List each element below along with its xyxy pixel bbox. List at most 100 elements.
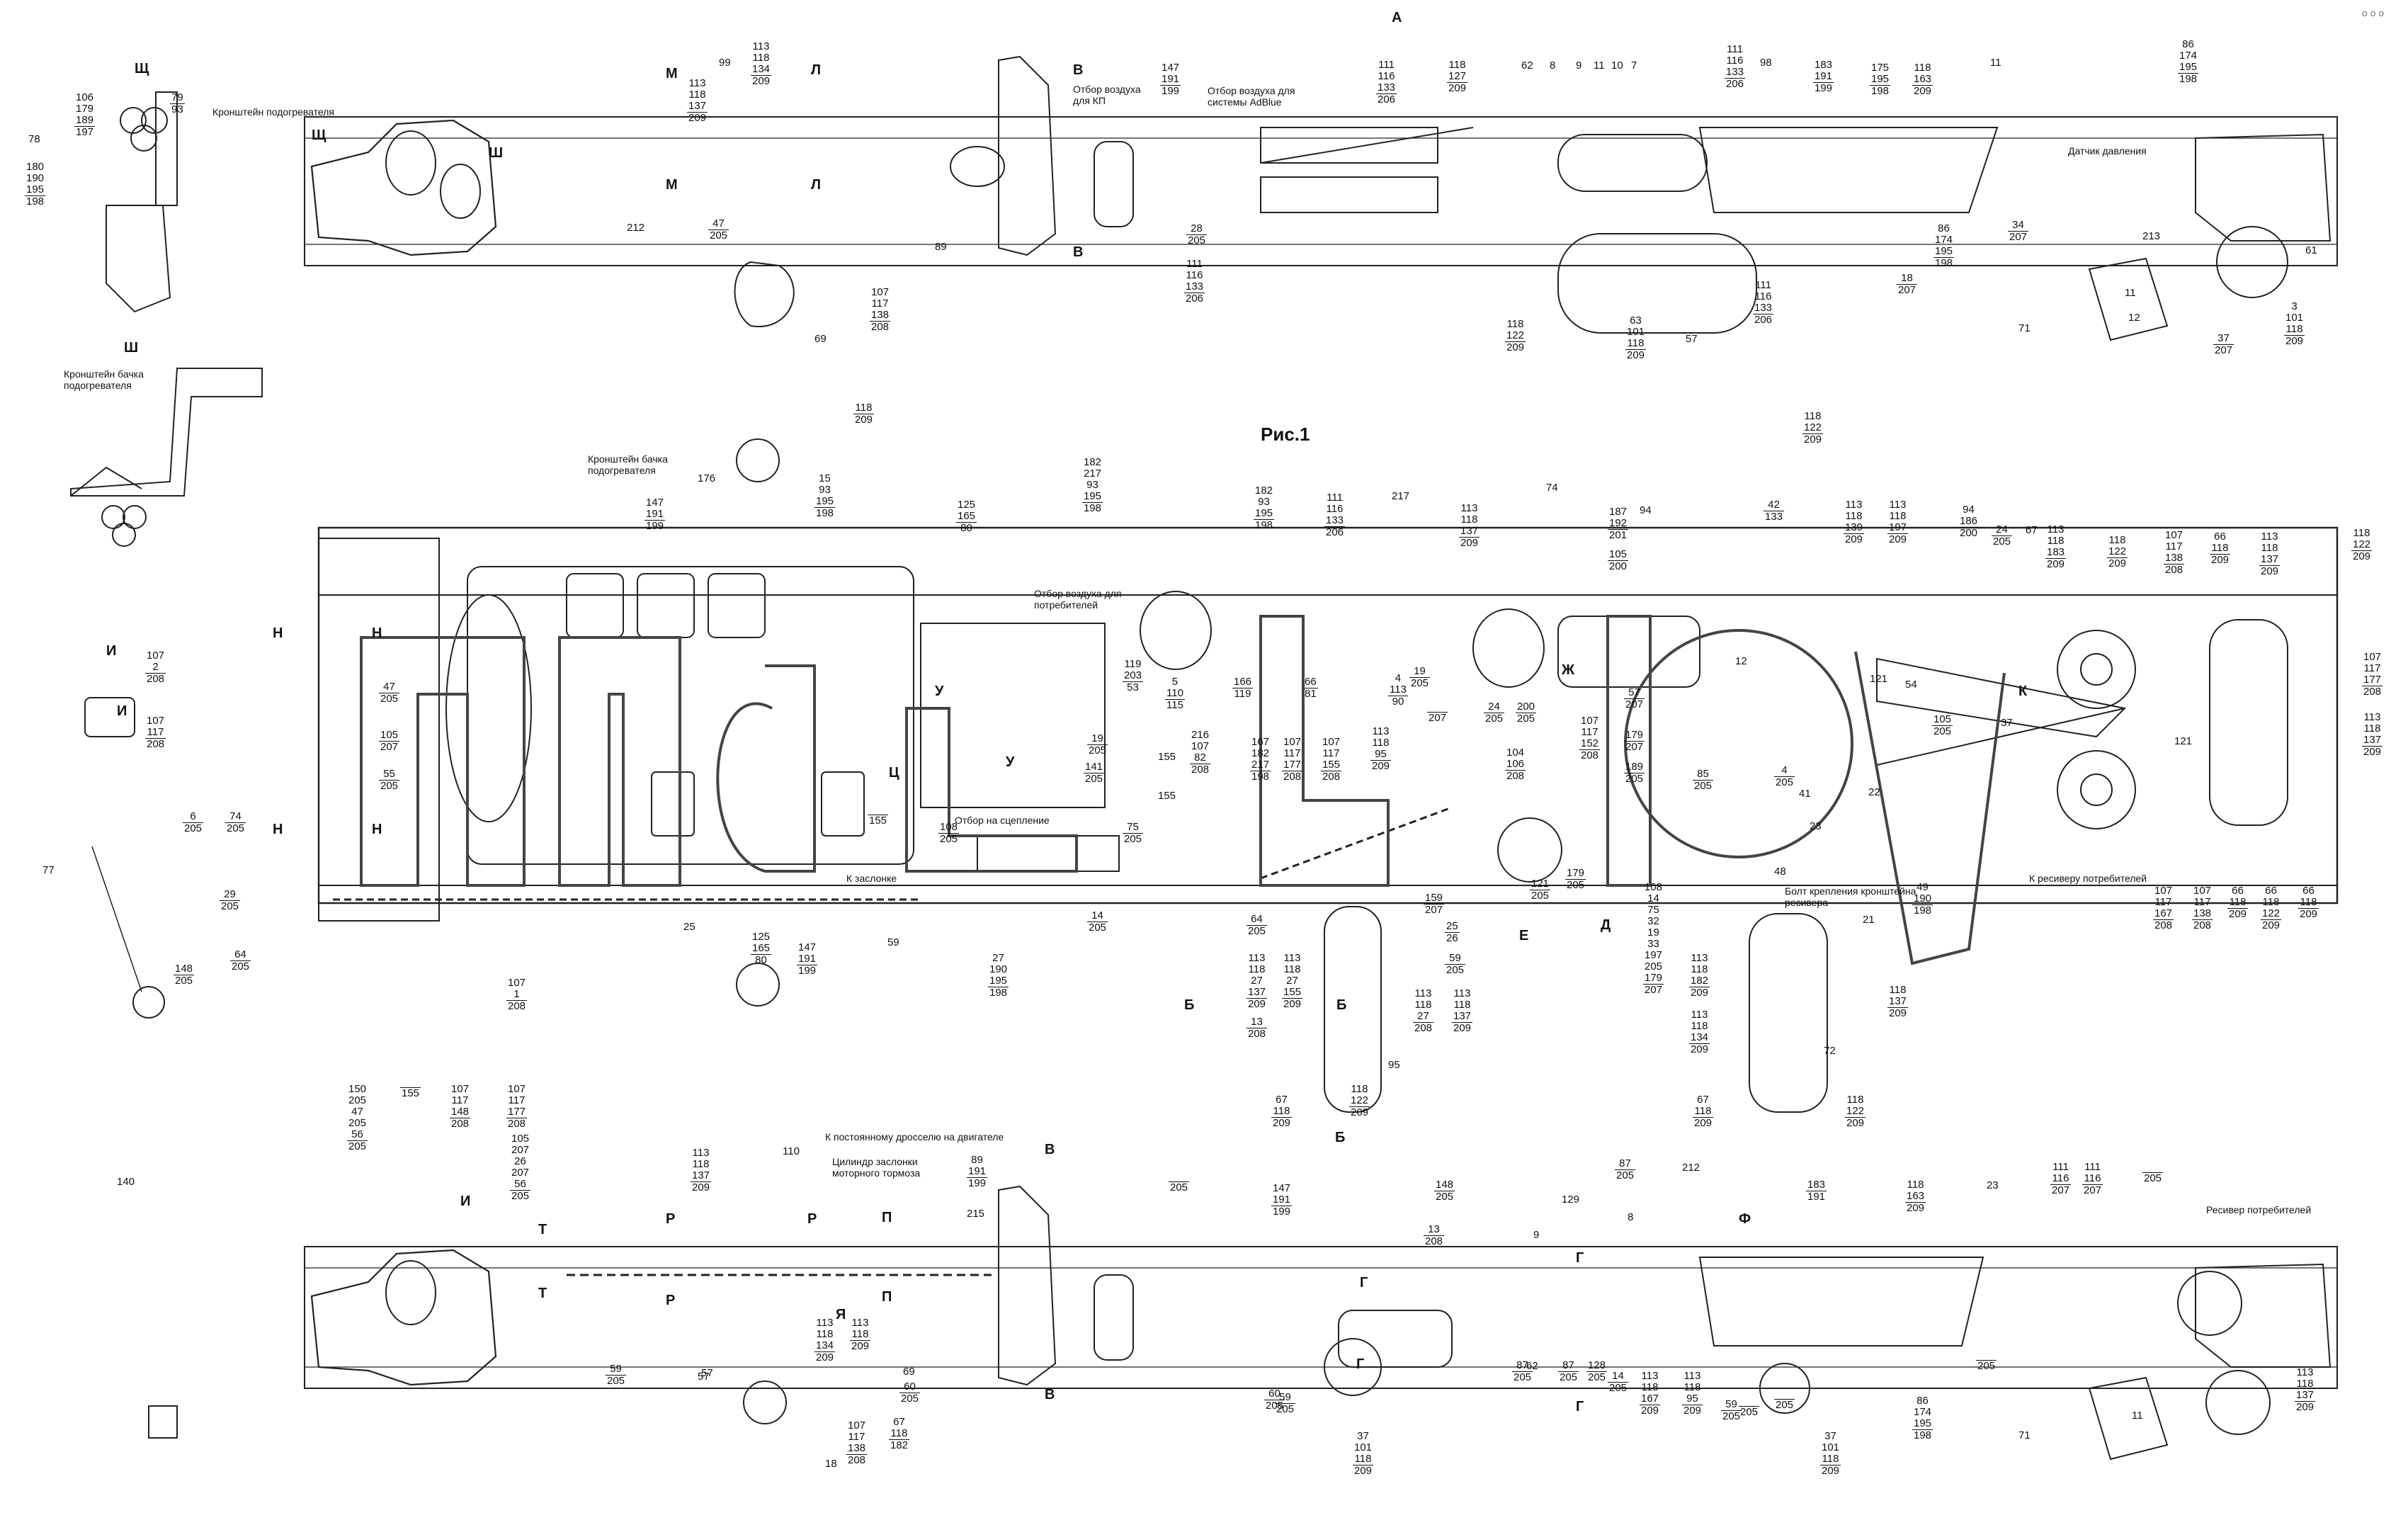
figure-title: Рис.1 (1261, 424, 1310, 445)
note-kronshtein-bachka-2: Кронштейн бачка подогревателя (588, 453, 668, 476)
note-k-zaslonke: К заслонке (846, 873, 897, 884)
callout-stack: 155 (868, 815, 889, 827)
section-letter: Д (1601, 917, 1611, 933)
callout: 10 (1611, 59, 1623, 72)
note-k-postoyannomu: К постоянному дросселю на двигателе (825, 1131, 1004, 1143)
section-letter: Я (836, 1307, 846, 1322)
callout: 121 (1870, 673, 1888, 685)
section-letter: Р (807, 1211, 817, 1227)
section-letter: М (666, 66, 678, 81)
view-title-sh: Ш (124, 340, 139, 356)
top-frame-view (304, 55, 2338, 341)
section-letter: Р (666, 1293, 676, 1308)
callout-stack: 205 (1976, 1360, 1997, 1372)
section-letter: Г (1576, 1250, 1584, 1266)
section-letter: В (1045, 1387, 1055, 1402)
section-letter: Т (538, 1222, 547, 1237)
callout: 57 (701, 1367, 713, 1379)
section-letter: Г (1576, 1399, 1584, 1415)
note-kronshtein-bachka-1: Кронштейн бачка подогревателя (64, 368, 144, 391)
callout: 21 (1863, 914, 1875, 926)
note-kronshtein-podogrevatelya: Кронштейн подогревателя (212, 106, 334, 118)
callout: 54 (1905, 679, 1917, 691)
callout: 98 (1760, 57, 1772, 69)
callout: 12 (1735, 655, 1747, 667)
section-letter: Ж (1562, 662, 1575, 678)
callout: 61 (2305, 244, 2317, 256)
view-title-top: А (1392, 10, 1402, 25)
section-letter: В (1045, 1142, 1055, 1157)
callout: 8 (1550, 59, 1556, 72)
callout: 9 (1576, 59, 1582, 72)
callout: 57 (1686, 333, 1698, 345)
section-letter: Г (1356, 1356, 1365, 1372)
section-letter: Ц (889, 765, 899, 781)
callout: 12 (2128, 312, 2140, 324)
section-letter: П (882, 1289, 892, 1305)
callout: 7 (1631, 59, 1637, 72)
callout: 25 (683, 921, 695, 933)
note-k-resiveru: К ресиверу потребителей (2029, 873, 2147, 884)
section-letter: Н (273, 625, 283, 641)
callout: 22 (1868, 786, 1880, 798)
callout: 57 (698, 1371, 710, 1383)
callout: 11 (2125, 287, 2136, 299)
note-otbor-sceplenie: Отбор на сцепление (955, 815, 1050, 826)
section-letter: В (1073, 62, 1084, 78)
